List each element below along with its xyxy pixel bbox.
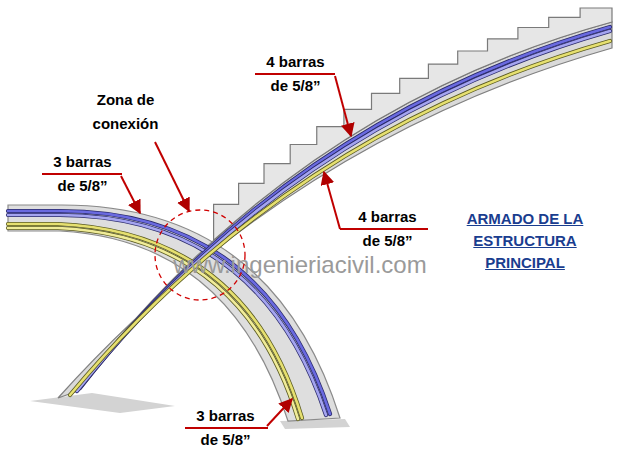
- callout-label: 4 barras de 5/8”: [258, 50, 333, 98]
- callout-label: Zona de conexión: [88, 88, 163, 136]
- slab-bars: [70, 27, 610, 395]
- arch-bars: [8, 211, 330, 419]
- main-slab: [58, 22, 612, 398]
- watermark: www.ingenieriacivil.com: [120, 250, 480, 280]
- callout-label: 3 barras de 5/8”: [188, 404, 263, 452]
- diagram-title: ARMADO DE LA ESTRUCTURA PRINCIPAL: [440, 208, 610, 274]
- callout-label: 4 barras de 5/8”: [350, 205, 425, 253]
- arch-beam: [8, 205, 340, 421]
- ground-shadow: [30, 393, 175, 413]
- callout-label: 3 barras de 5/8”: [45, 150, 120, 198]
